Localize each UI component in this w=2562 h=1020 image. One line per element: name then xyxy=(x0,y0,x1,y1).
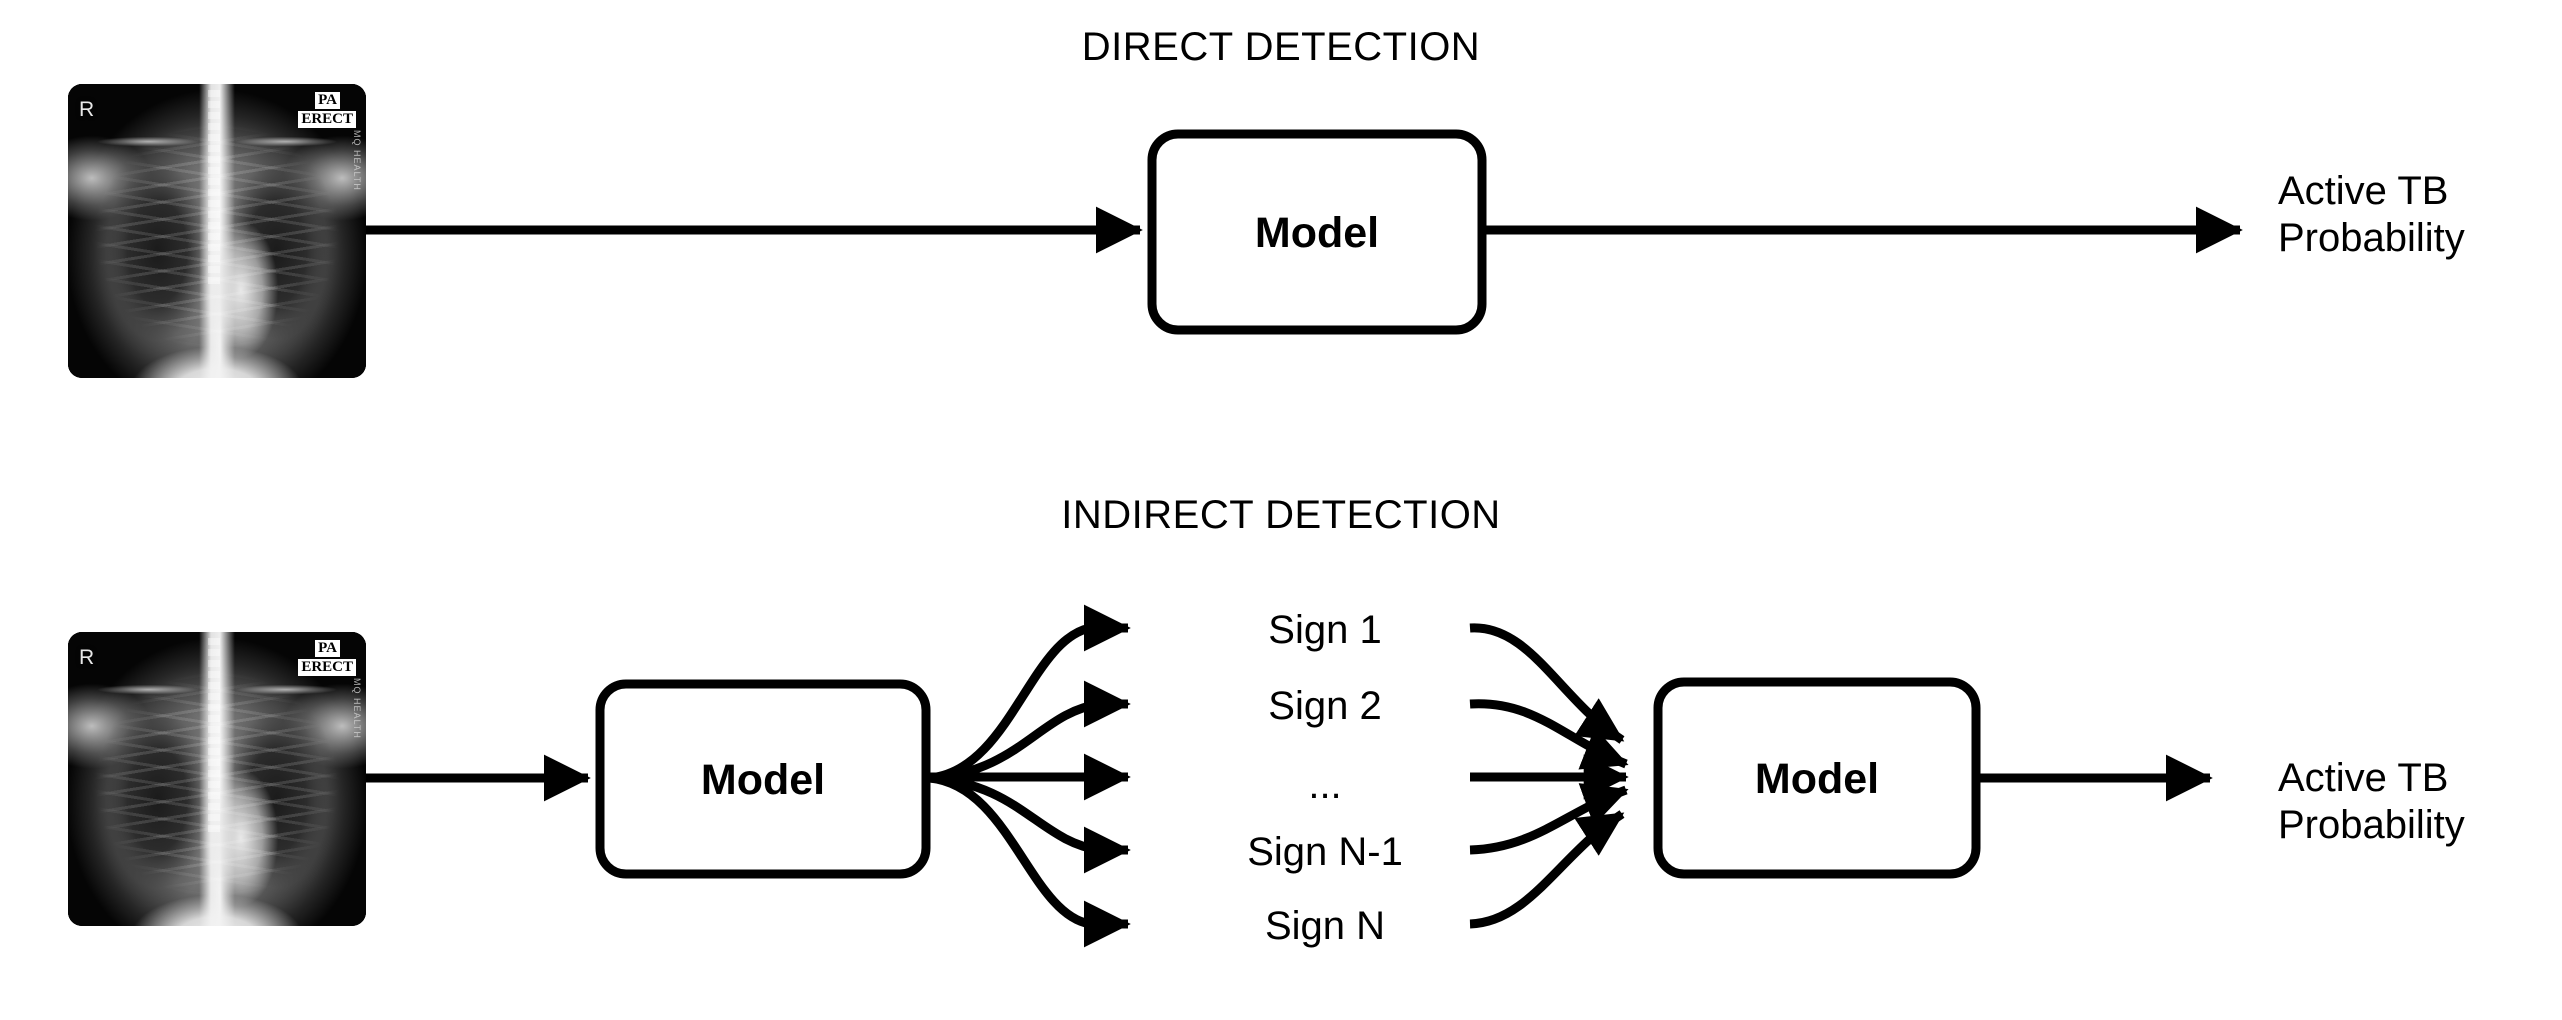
xray-position-marker: ERECT xyxy=(298,659,356,676)
xray-spine xyxy=(208,637,221,832)
arrow-sign-n-1-to-model xyxy=(1469,783,1629,855)
sign-label-ellipsis: ... xyxy=(1308,763,1341,807)
chest-xray-image-direct: R PA ERECT MQ HEALTH xyxy=(68,84,366,378)
arrow-model-to-sign-n-1 xyxy=(929,773,1131,874)
output-label-indirect: Active TB Probability xyxy=(2278,756,2465,848)
xray-position-marker: ERECT xyxy=(298,111,356,128)
chest-xray-image-indirect: R PA ERECT MQ HEALTH xyxy=(68,632,366,926)
sign-label-1: Sign 1 xyxy=(1268,608,1381,652)
model-box-indirect-first-label: Model xyxy=(701,756,825,804)
xray-side-marker: R xyxy=(79,98,95,121)
xray-watermark: MQ HEALTH xyxy=(352,678,362,739)
xray-projection-marker: PA xyxy=(315,92,340,109)
arrow-sign-1-to-model xyxy=(1469,623,1625,744)
direct-detection-title: DIRECT DETECTION xyxy=(1081,25,1481,69)
arrow-sign-2-to-model xyxy=(1469,699,1629,770)
arrow-sign-n-to-model xyxy=(1469,810,1625,929)
model-box-indirect-first xyxy=(595,679,931,879)
xray-watermark: MQ HEALTH xyxy=(352,130,362,191)
sign-label-n: Sign N xyxy=(1265,904,1385,948)
sign-label-2: Sign 2 xyxy=(1268,684,1381,728)
xray-body xyxy=(68,84,366,378)
output-label-direct: Active TB Probability xyxy=(2278,169,2465,261)
model-box-indirect-second-label: Model xyxy=(1755,755,1879,803)
xray-body xyxy=(68,632,366,926)
arrow-model-to-sign-n xyxy=(929,773,1131,948)
xray-side-marker: R xyxy=(79,646,95,669)
indirect-detection-title: INDIRECT DETECTION xyxy=(1061,493,1501,537)
model-box-direct-label: Model xyxy=(1255,209,1379,257)
xray-projection-marker: PA xyxy=(315,640,340,657)
xray-spine xyxy=(208,89,221,284)
sign-label-n-1: Sign N-1 xyxy=(1247,830,1403,874)
arrow-model-to-sign-1 xyxy=(929,604,1131,783)
